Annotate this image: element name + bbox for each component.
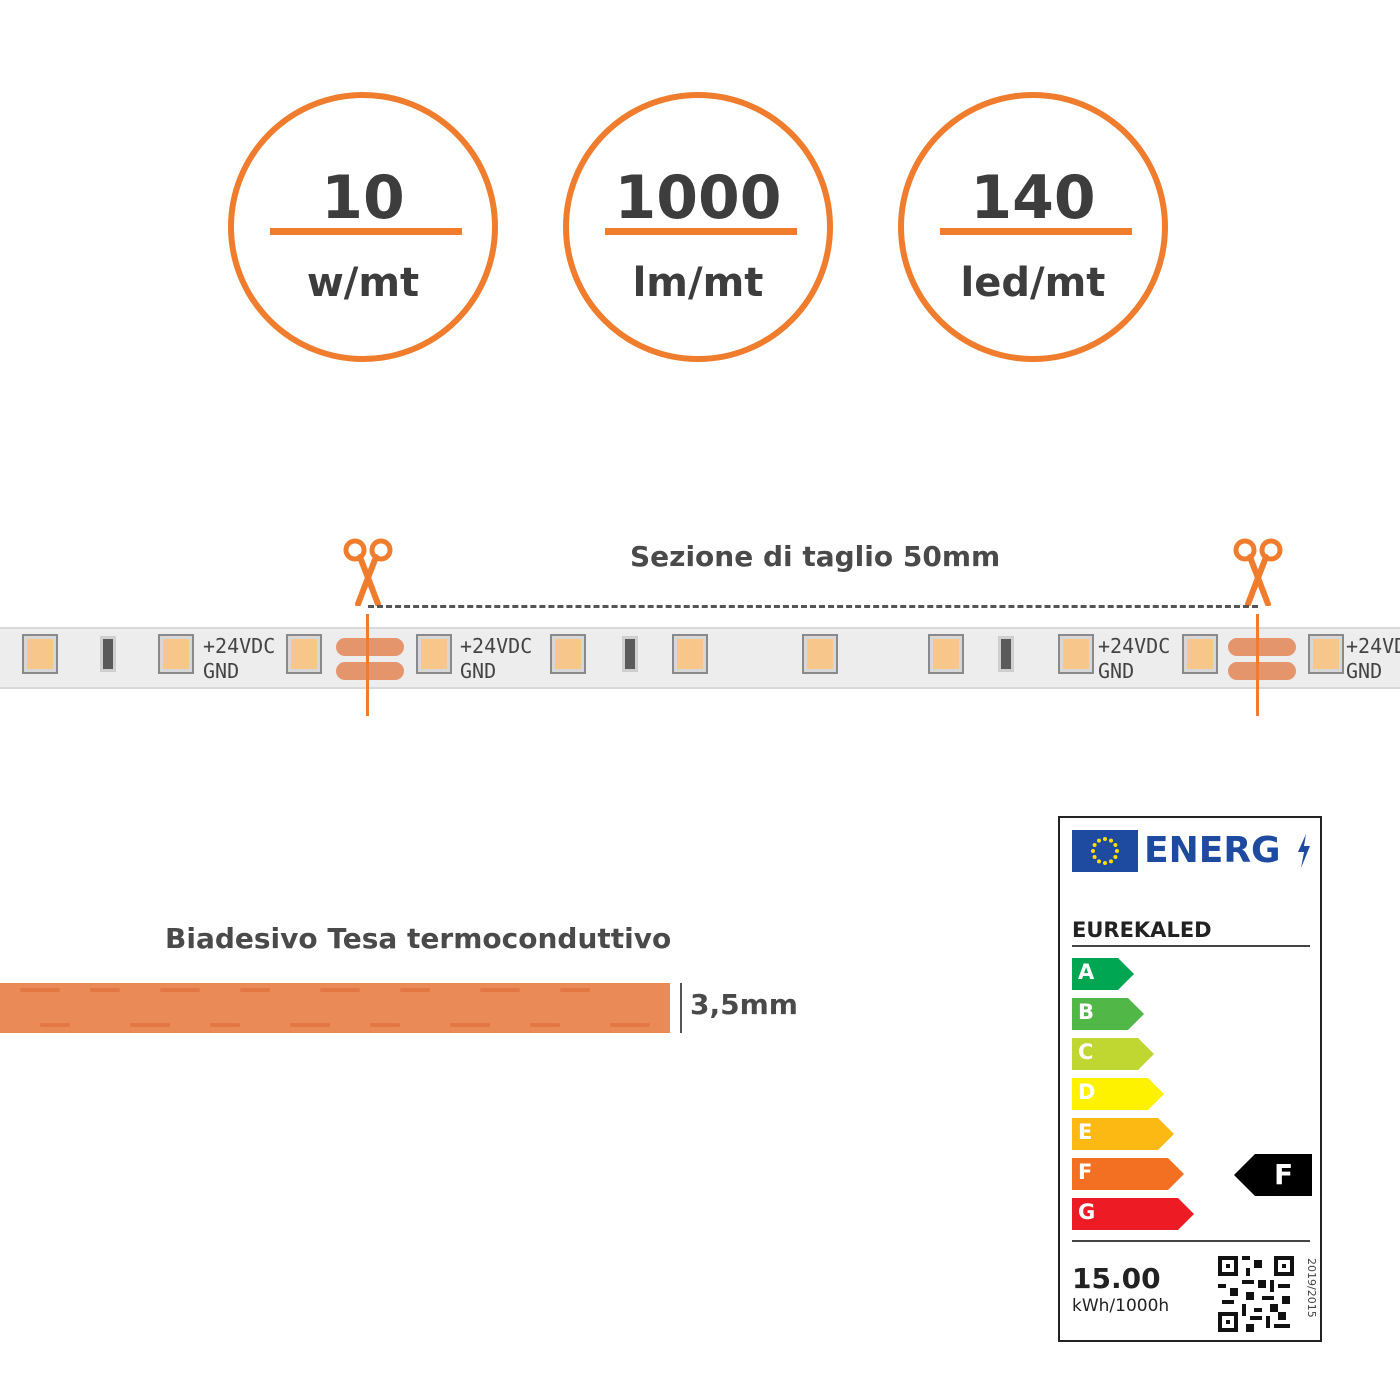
cut-section-dimension-line (368, 605, 1258, 608)
ground-label: GND (1098, 659, 1135, 683)
tape-thickness: 3,5mm (690, 988, 798, 1021)
adhesive-tape (0, 983, 670, 1033)
energy-rating-arrow (1234, 1154, 1312, 1196)
energy-class-g (1072, 1198, 1194, 1230)
spec-divider (940, 228, 1132, 235)
cut-line-right (1256, 614, 1259, 716)
spec-divider (270, 228, 462, 235)
tape-title: Biadesivo Tesa termoconduttivo (165, 922, 672, 955)
ground-label: GND (1346, 659, 1383, 683)
energy-class-e (1072, 1118, 1174, 1150)
spec-led-density: 140 led/mt (898, 92, 1168, 362)
solder-pad (1228, 662, 1296, 680)
qr-code-icon (1218, 1256, 1294, 1332)
resistor (998, 636, 1014, 672)
spec-lumens-value: 1000 (614, 163, 782, 233)
solder-pad (336, 662, 404, 680)
led-chip (928, 634, 964, 674)
ground-label: GND (203, 659, 240, 683)
led-chip (1308, 634, 1344, 674)
led-chip (416, 634, 452, 674)
divider (1072, 945, 1310, 947)
energy-class-f-label: F (1078, 1160, 1093, 1184)
cut-line-left (366, 614, 369, 716)
supplier-name: EUREKALED (1072, 918, 1212, 942)
energy-class-a (1072, 958, 1134, 990)
divider (1072, 1240, 1310, 1242)
energy-class-c (1072, 1038, 1154, 1070)
led-chip (158, 634, 194, 674)
solder-pad (336, 638, 404, 656)
spec-led-density-value: 140 (970, 163, 1096, 233)
energy-class-d-label: D (1078, 1080, 1096, 1104)
led-chip (22, 634, 58, 674)
energy-class-a-label: A (1078, 960, 1095, 984)
energy-class-f (1072, 1158, 1184, 1190)
energy-consumption: 15.00 (1072, 1262, 1161, 1295)
spec-power-value: 10 (321, 163, 405, 233)
energy-class-e-label: E (1078, 1120, 1093, 1144)
energy-consumption-unit: kWh/1000h (1072, 1296, 1170, 1316)
voltage-label: +24VDC (460, 634, 533, 658)
energy-label: ENERG EUREKALED A B C D E F G F 15.00 kW… (1058, 816, 1322, 1342)
energy-class-b-label: B (1078, 1000, 1095, 1024)
voltage-label: +24VDC (1346, 634, 1400, 658)
scissors-icon (1233, 538, 1283, 606)
energy-word: ENERG (1144, 830, 1281, 871)
scissors-icon (343, 538, 393, 606)
led-chip (802, 634, 838, 674)
energy-class-d (1072, 1078, 1164, 1110)
voltage-label: +24VDC (203, 634, 276, 658)
cut-section-label: Sezione di taglio 50mm (630, 540, 1001, 573)
resistor (622, 636, 638, 672)
spec-led-density-unit: led/mt (960, 260, 1106, 306)
energy-class-g-label: G (1078, 1200, 1096, 1224)
energy-class-c-label: C (1078, 1040, 1094, 1064)
solder-pad (1228, 638, 1296, 656)
energy-class-b (1072, 998, 1144, 1030)
led-chip (1058, 634, 1094, 674)
spec-lumens: 1000 lm/mt (563, 92, 833, 362)
regulation-number: 2019/2015 (1305, 1258, 1318, 1318)
led-chip (286, 634, 322, 674)
spec-power-unit: w/mt (306, 260, 420, 306)
energy-rating: F (1274, 1158, 1294, 1191)
led-chip (550, 634, 586, 674)
spec-power: 10 w/mt (228, 92, 498, 362)
led-chip (1182, 634, 1218, 674)
voltage-label: +24VDC (1098, 634, 1171, 658)
led-chip (672, 634, 708, 674)
thickness-marker (680, 983, 682, 1033)
lightning-icon (1298, 834, 1310, 868)
spec-divider (605, 228, 797, 235)
spec-lumens-unit: lm/mt (632, 260, 764, 306)
resistor (100, 636, 116, 672)
ground-label: GND (460, 659, 497, 683)
eu-flag-icon (1072, 830, 1138, 872)
